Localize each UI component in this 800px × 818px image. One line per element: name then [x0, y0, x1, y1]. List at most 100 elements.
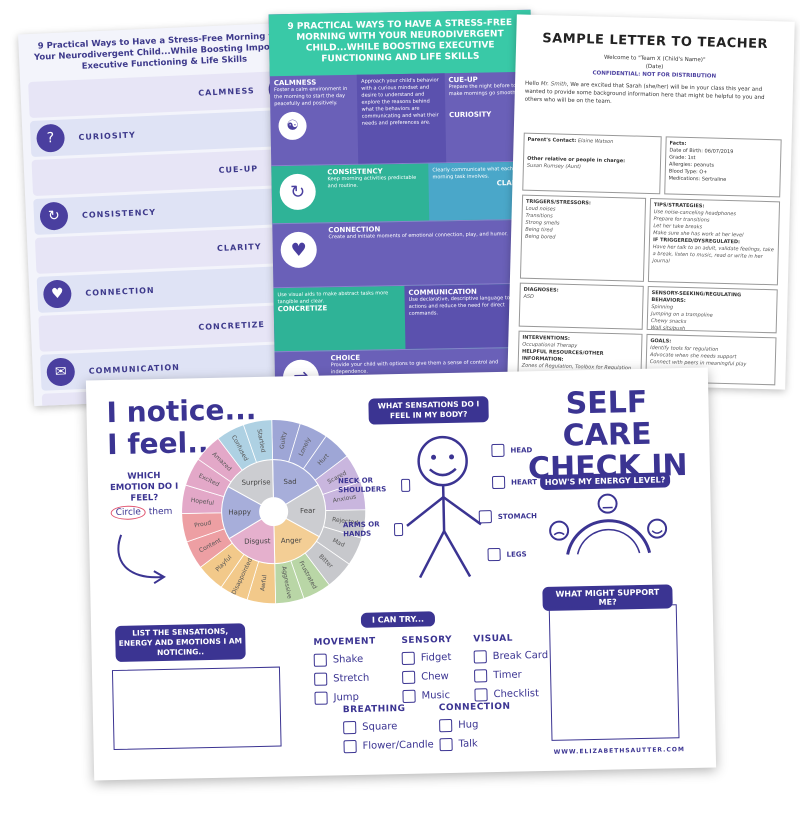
- text-calmness: Foster a calm environment in the morning…: [273, 85, 348, 108]
- wheel-core-label: Fear: [300, 507, 315, 515]
- stomach-checkbox[interactable]: STOMACH: [478, 509, 538, 524]
- wheel-outer-label: Hopeful: [190, 497, 214, 507]
- neck-checkbox[interactable]: NECK OR SHOULDERS: [337, 476, 411, 496]
- circle-word: Circle: [110, 505, 147, 521]
- try-option-label: Timer: [493, 669, 522, 682]
- sheet2-title: 9 PRACTICAL WAYS TO HAVE A STRESS-FREE M…: [268, 9, 532, 77]
- legs-label: LEGS: [506, 549, 527, 559]
- head-checkbox[interactable]: HEAD: [491, 443, 532, 458]
- try-option-checkbox[interactable]: Fidget: [401, 651, 452, 666]
- self-care-check-in-sheet: I notice... I feel... WHICH EMOTION DO I…: [85, 367, 717, 781]
- list-sensations-label: LIST THE SENSATIONS, ENERGY AND EMOTIONS…: [115, 623, 246, 662]
- sensory-label: SENSORY-SEEKING/REGULATING BEHAVIORS:: [651, 290, 742, 304]
- try-option-label: Flower/Candle: [362, 739, 434, 752]
- hands-icon: ♥: [42, 279, 72, 309]
- try-option-label: Music: [421, 690, 451, 702]
- strategy-label: CUE-UP: [218, 163, 259, 175]
- facts-label: Facts:: [669, 140, 687, 147]
- try-option-checkbox[interactable]: Jump: [314, 691, 359, 705]
- wheel-outer-label: Anxious: [332, 493, 357, 504]
- curved-arrow-icon: [117, 534, 166, 585]
- try-option-checkbox[interactable]: Shake: [313, 653, 364, 667]
- try-option-checkbox[interactable]: Checklist: [474, 687, 540, 702]
- contacts-box: Parent's Contact: Elaine Watson Other re…: [522, 132, 662, 195]
- wheel-outer-label: Mad: [331, 537, 346, 549]
- them-word: them: [148, 506, 173, 518]
- person-thinking-icon: ?: [35, 123, 66, 153]
- i-can-try-label: I CAN TRY...: [360, 611, 436, 628]
- wheel-outer-label: Startled: [255, 428, 266, 453]
- speech-icon: ✉: [46, 357, 76, 387]
- strategy-label: CURIOSITY: [78, 129, 136, 142]
- block-concretize: Use visual aids to make abstract tasks m…: [273, 283, 537, 353]
- list-sensations-textbox[interactable]: [111, 666, 282, 751]
- heading-concretize: CONCRETIZE: [277, 304, 328, 314]
- try-option-checkbox[interactable]: Chew: [402, 670, 449, 684]
- neck-label: NECK OR SHOULDERS: [337, 476, 387, 495]
- group-title: CONNECTION: [438, 701, 511, 714]
- diagnoses-value: ASD: [523, 293, 535, 300]
- text-curiosity: Approach your child's behavior with a cu…: [361, 77, 439, 127]
- teacher-name: Mr. Smith: [540, 81, 567, 88]
- wheel-outer-label: Rejected: [332, 516, 359, 527]
- diagnoses-label: DIAGNOSES:: [523, 286, 559, 294]
- try-option-label: Stretch: [333, 672, 370, 685]
- try-option-checkbox[interactable]: Timer: [474, 668, 522, 683]
- try-option-label: Square: [362, 721, 398, 733]
- legs-checkbox[interactable]: LEGS: [487, 547, 527, 562]
- block-calmness: CALMNESS Foster a calm environment in th…: [269, 71, 534, 167]
- block-consistency: ↻ CONSISTENCY Keep morning activities pr…: [271, 161, 535, 225]
- tips-box: TIPS/STRATEGIES: Use noise-canceling hea…: [647, 197, 781, 286]
- stomach-label: STOMACH: [497, 511, 538, 521]
- sensations-question: WHAT SENSATIONS DO I FEEL IN MY BODY?: [368, 396, 489, 425]
- try-option-label: Talk: [458, 738, 478, 750]
- group-title: SENSORY: [401, 634, 453, 647]
- dysregulated-text: Have her talk to an adult, validate feel…: [652, 244, 774, 265]
- hello-word: Hello: [524, 80, 540, 88]
- strategy-label: CLARITY: [216, 241, 262, 253]
- wheel-outer-label: Guilty: [279, 431, 288, 450]
- list-entry: Medications: Sertraline: [668, 175, 727, 183]
- energy-question: HOW'S MY ENERGY LEVEL?: [539, 472, 671, 491]
- strategy-label: CALMNESS: [198, 85, 255, 98]
- which-emotion-label: WHICH EMOTION DO I FEEL?: [109, 471, 179, 504]
- arms-label: ARMS OR HANDS: [342, 520, 380, 539]
- wheel-core-label: Happy: [228, 508, 251, 516]
- wheel-core-label: Sad: [283, 478, 296, 486]
- try-option-checkbox[interactable]: Square: [343, 720, 398, 735]
- group-title: VISUAL: [473, 633, 514, 645]
- try-option-checkbox[interactable]: Stretch: [314, 672, 369, 686]
- wheel-outer-label: Proud: [194, 519, 212, 529]
- wheel-core-label: Anger: [281, 537, 302, 545]
- stick-figure-body-icon: [406, 435, 482, 579]
- energy-gauge-icon[interactable]: [544, 490, 669, 563]
- text-consistency: Keep morning activities predictable and …: [327, 174, 417, 190]
- try-option-label: Hug: [458, 719, 479, 731]
- try-option-label: Shake: [332, 653, 364, 666]
- goals-label: GOALS:: [650, 338, 672, 345]
- parents-value: Elaine Watson: [577, 138, 614, 145]
- website-footer: WWW.ELIZABETHSAUTTER.COM: [553, 746, 685, 756]
- sample-letter-to-teacher: SAMPLE LETTER TO TEACHER Welcome to "Tea…: [507, 14, 795, 390]
- wheel-core-label: Disgust: [244, 537, 271, 546]
- strategy-label: CONCRETIZE: [198, 319, 266, 332]
- try-option-checkbox[interactable]: Flower/Candle: [343, 738, 434, 754]
- self-care-check-in-title: SELF CARE CHECK IN: [527, 384, 688, 487]
- arms-checkbox[interactable]: ARMS OR HANDS: [342, 520, 404, 539]
- try-option-checkbox[interactable]: Break Card: [473, 649, 549, 664]
- try-option-label: Checklist: [493, 688, 540, 701]
- try-option-label: Jump: [333, 691, 360, 704]
- executive-functioning-infographic-dark: 9 PRACTICAL WAYS TO HAVE A STRESS-FREE M…: [268, 9, 538, 405]
- try-option-label: Break Card: [492, 649, 549, 663]
- parents-label: Parent's Contact:: [527, 136, 577, 145]
- sensory-box: SENSORY-SEEKING/REGULATING BEHAVIORS: Sp…: [646, 285, 778, 334]
- group-title: MOVEMENT: [313, 636, 376, 648]
- try-option-checkbox[interactable]: Talk: [439, 737, 478, 752]
- repeat-icon: ↻: [39, 201, 69, 231]
- support-textbox[interactable]: [548, 604, 680, 741]
- try-option-checkbox[interactable]: Hug: [439, 718, 479, 733]
- try-option-checkbox[interactable]: Music: [402, 689, 450, 703]
